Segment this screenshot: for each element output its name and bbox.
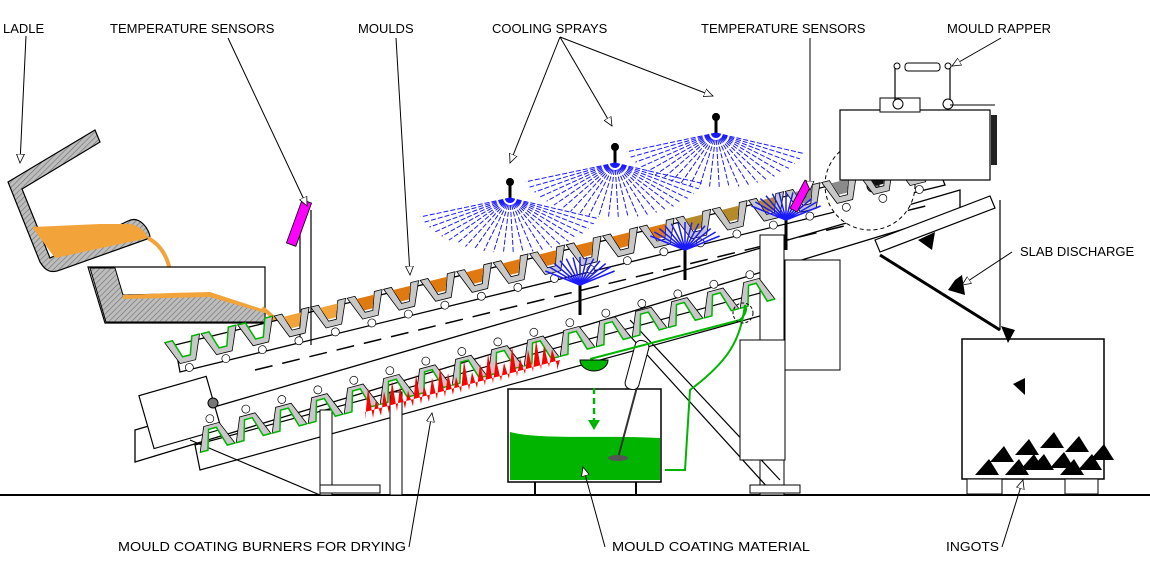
mould-inverted <box>559 318 596 358</box>
temperature-sensor-left <box>285 199 313 247</box>
mould <box>674 208 712 248</box>
mould-inverted <box>199 414 236 454</box>
label-temperature-sensors-left: TEMPERATURE SENSORS <box>110 21 275 36</box>
rapper-spring <box>991 115 997 165</box>
mould-inverted <box>271 395 308 434</box>
mould <box>419 271 456 310</box>
molten-metal-in-tundish <box>123 292 265 313</box>
mould-inverted <box>595 308 632 348</box>
mould <box>309 297 347 337</box>
mould <box>601 226 639 266</box>
ingot <box>1090 444 1114 460</box>
mould-inverted <box>703 279 740 319</box>
label-cooling-sprays: COOLING SPRAYS <box>492 21 608 36</box>
flame <box>365 339 560 420</box>
ingot <box>1020 454 1044 470</box>
mould <box>200 324 237 363</box>
ingot <box>1060 459 1084 475</box>
ingot <box>1005 459 1029 475</box>
label-slab-discharge: SLAB DISCHARGE <box>1020 244 1134 259</box>
label-mould-coating-material: MOULD COATING MATERIAL <box>612 539 810 554</box>
spray-nozzle <box>626 113 821 250</box>
ingot <box>1040 432 1064 448</box>
leader-lines <box>20 35 1023 548</box>
centerline <box>254 204 931 371</box>
mould <box>711 199 748 239</box>
label-mould-rapper: MOULD RAPPER <box>947 21 1051 36</box>
mould-inverted <box>667 289 704 329</box>
mould-inverted <box>343 375 380 415</box>
label-moulds: MOULDS <box>358 21 414 36</box>
mould <box>638 217 675 257</box>
mould-inverted <box>415 356 452 396</box>
mould-inverted <box>235 404 272 444</box>
ingot <box>1050 452 1074 468</box>
coating-hopper <box>579 359 609 372</box>
spray-nozzle <box>525 143 720 280</box>
ingot <box>1078 454 1102 470</box>
coating-pipe <box>665 304 746 471</box>
mould-inverted <box>631 299 668 338</box>
mould <box>236 315 274 355</box>
molten-metal-in-ladle <box>32 224 148 258</box>
agitator <box>617 386 638 459</box>
label-temperature-sensors-right: TEMPERATURE SENSORS <box>701 21 866 36</box>
label-mould-coating-burners: MOULD COATING BURNERS FOR DRYING <box>118 539 406 554</box>
label-ladle: LADLE <box>3 21 45 36</box>
mould <box>455 262 493 301</box>
burner-flames <box>365 339 560 420</box>
tundish <box>87 266 284 331</box>
ingot <box>1015 439 1039 455</box>
ingot-bin <box>961 326 1114 495</box>
ingot <box>975 459 999 475</box>
ladle <box>7 129 174 296</box>
label-ingots: INGOTS <box>946 539 999 554</box>
mould-inverted <box>307 385 344 425</box>
mould <box>163 333 201 372</box>
mould <box>382 280 420 319</box>
mould-inverted <box>739 270 776 310</box>
mould <box>492 253 529 292</box>
cooling-sprays <box>420 113 821 315</box>
mould <box>346 288 383 328</box>
ingot-pile <box>975 432 1114 475</box>
ingot <box>1065 436 1089 452</box>
slab-discharge-chute <box>874 195 1001 332</box>
ingot <box>990 446 1014 462</box>
mould <box>273 306 310 346</box>
spray-nozzle <box>420 178 615 315</box>
mould-rapper <box>839 62 997 181</box>
coating-tank <box>507 302 754 494</box>
